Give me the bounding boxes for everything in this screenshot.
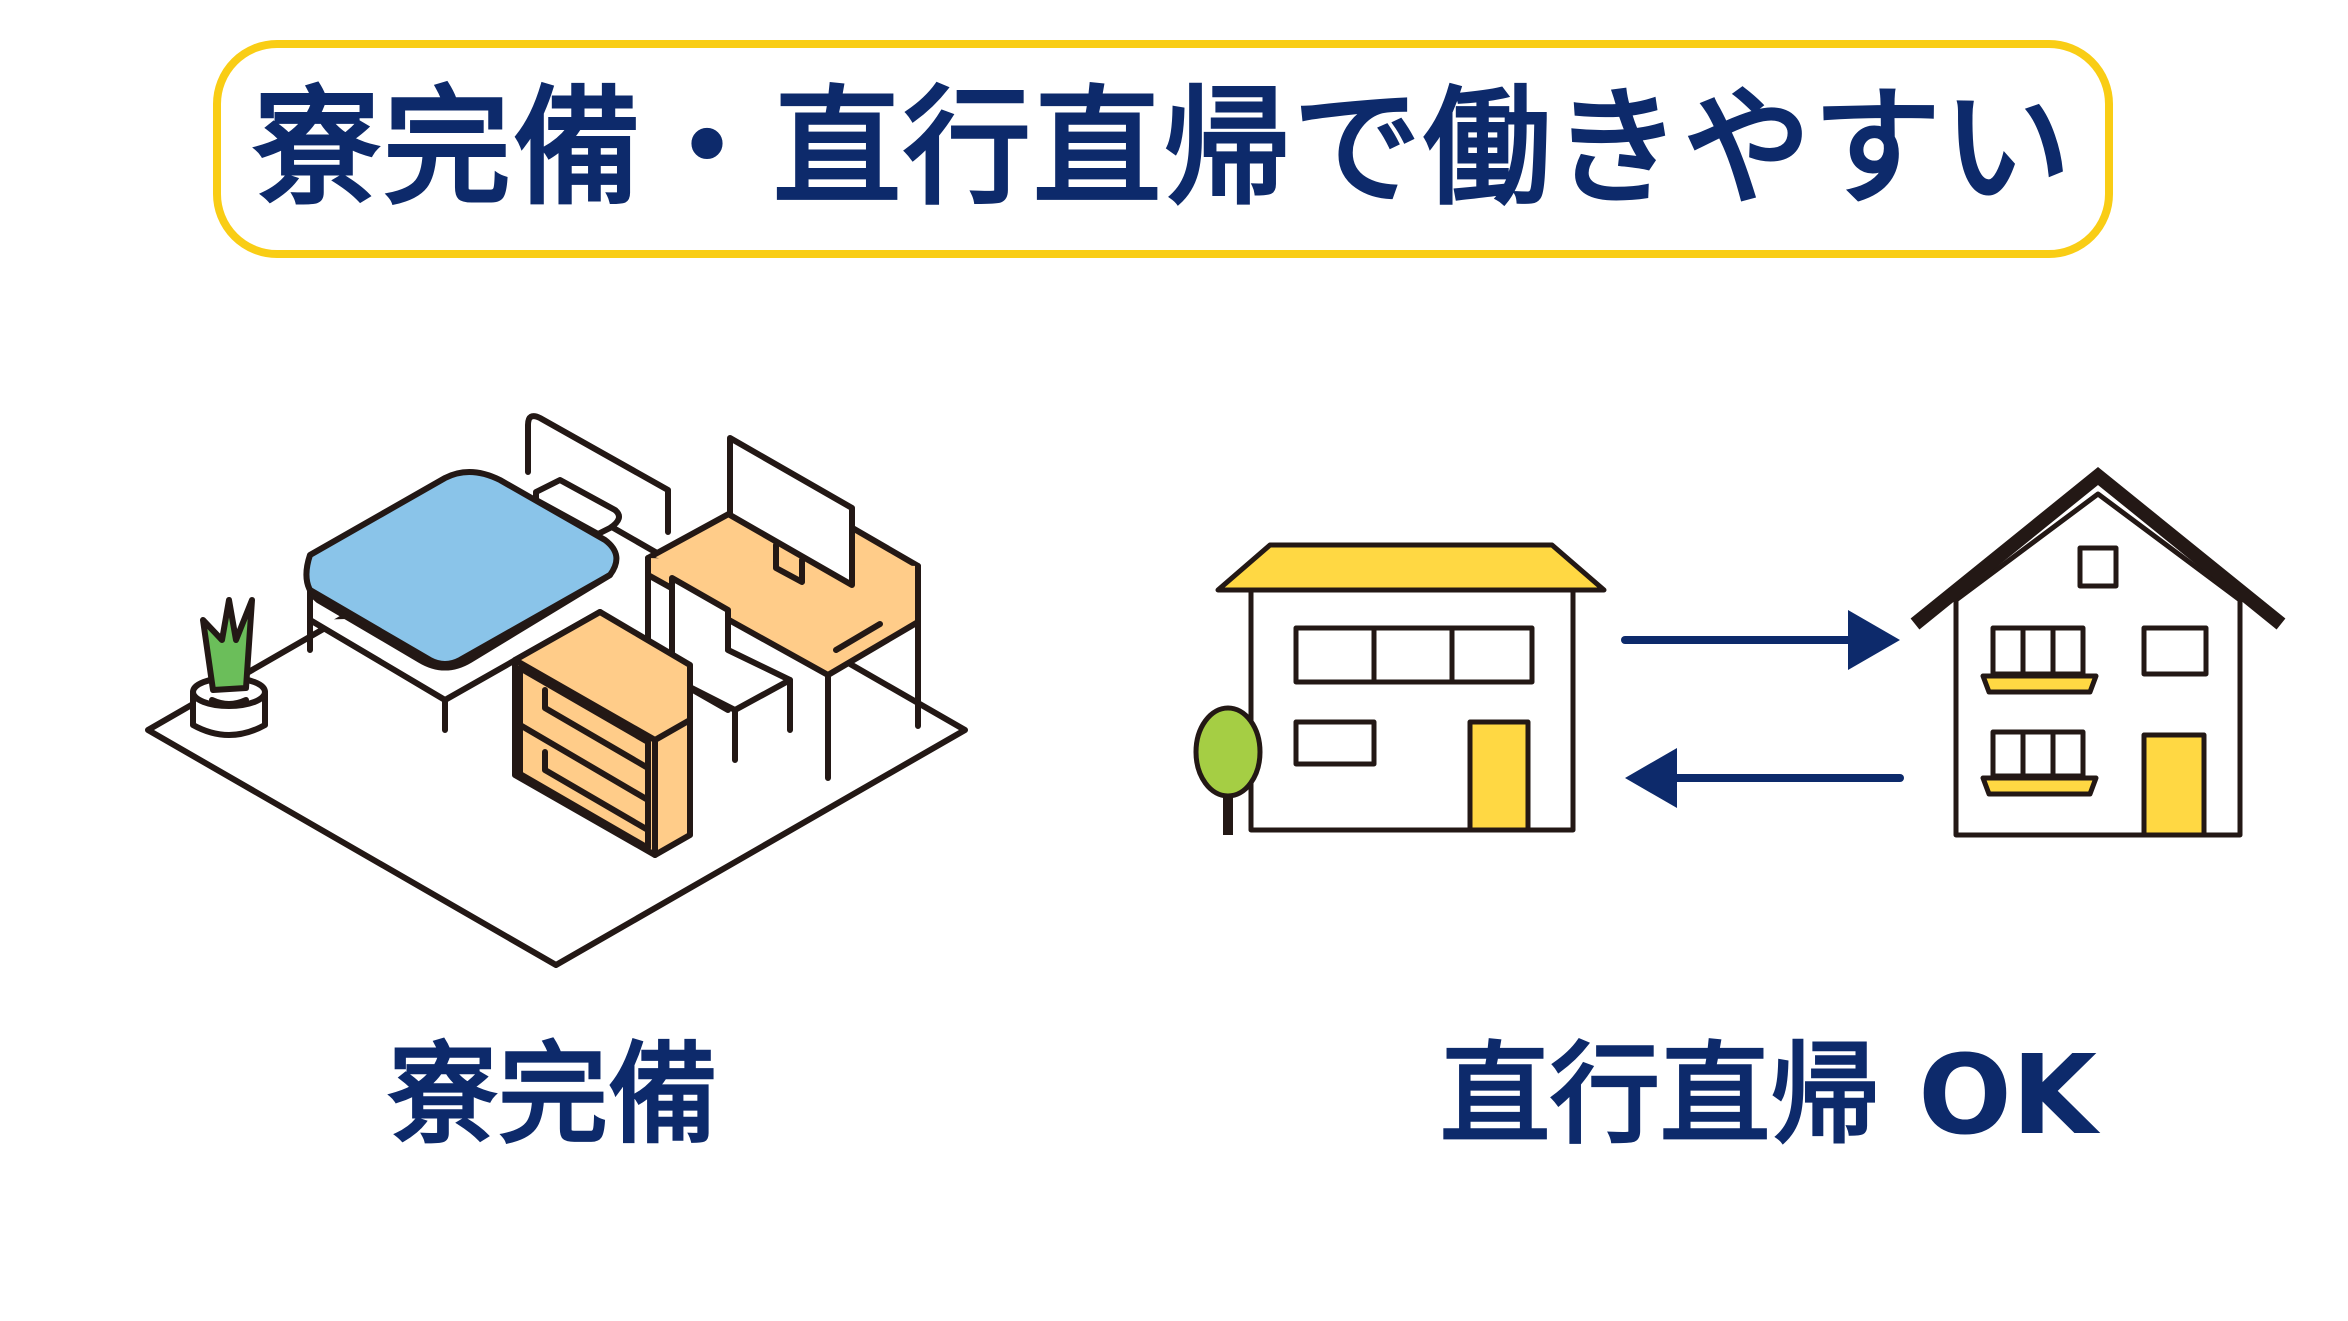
dormitory-room-icon xyxy=(145,413,968,968)
commute-illustration xyxy=(1193,466,2286,838)
home-house-icon xyxy=(1910,466,2286,838)
dormitory-caption: 寮完備 xyxy=(388,1031,718,1159)
arrow-right-icon xyxy=(1621,610,1900,670)
tree-icon xyxy=(1193,705,1263,835)
arrow-left-icon xyxy=(1625,748,1904,808)
direct-commute-caption: 直行直帰 OK xyxy=(1440,1031,2098,1159)
headline-title: 寮完備・直行直帰で働きやすい xyxy=(252,74,2073,223)
office-building-icon xyxy=(1215,542,1607,833)
headline-banner: 寮完備・直行直帰で働きやすい xyxy=(213,40,2113,258)
